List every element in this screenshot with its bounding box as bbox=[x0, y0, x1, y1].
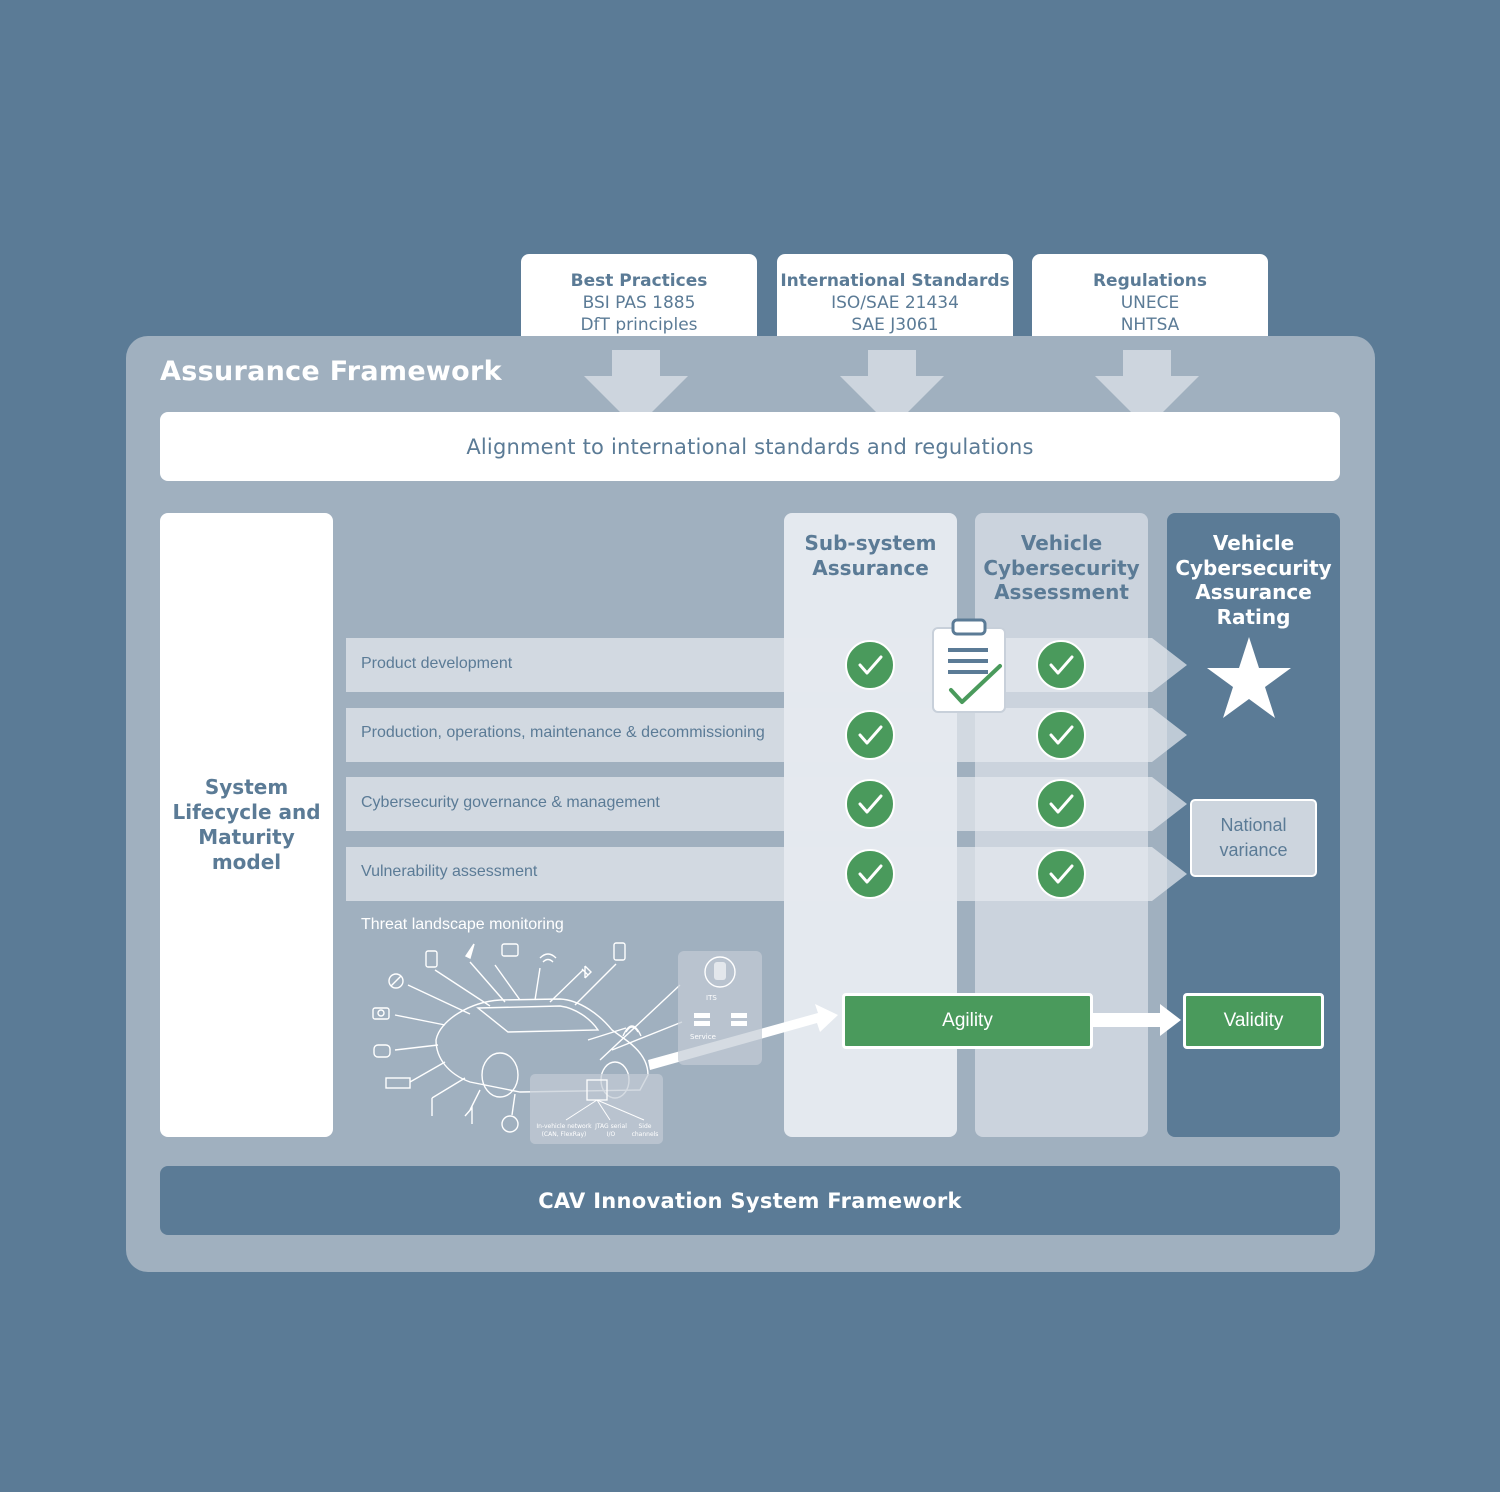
check-icon bbox=[1035, 639, 1087, 691]
subsystem-assurance-heading: Sub-system Assurance bbox=[804, 531, 937, 580]
its-service-panel bbox=[678, 951, 762, 1065]
check-icon bbox=[1035, 848, 1087, 900]
interface-label: In-vehicle network (CAN, FlexRay) bbox=[536, 1123, 592, 1138]
source-line: BSI PAS 1885 bbox=[582, 293, 696, 313]
car-illustration bbox=[372, 942, 683, 1133]
cav-innovation-bar: CAV Innovation System Framework bbox=[160, 1166, 1340, 1235]
source-regulations: Regulations UNECE NHTSA bbox=[1032, 254, 1268, 350]
source-title: Regulations bbox=[1092, 271, 1208, 291]
source-line: ISO/SAE 21434 bbox=[831, 293, 959, 313]
row-label-production: Production, operations, maintenance & de… bbox=[361, 724, 765, 741]
its-label: ITS bbox=[706, 994, 717, 1002]
framework-title: Assurance Framework bbox=[160, 356, 502, 387]
row-band bbox=[346, 708, 1187, 762]
check-icon bbox=[844, 778, 896, 830]
check-icon bbox=[844, 709, 896, 761]
source-line: UNECE bbox=[1120, 293, 1180, 313]
source-line: DfT principles bbox=[580, 315, 698, 335]
validity-box: Validity bbox=[1183, 993, 1324, 1049]
interface-label: Side channels bbox=[631, 1123, 659, 1138]
row-label-vulnerability: Vulnerability assessment bbox=[361, 863, 538, 880]
threat-landscape-label: Threat landscape monitoring bbox=[361, 916, 564, 933]
clipboard-icon bbox=[932, 618, 1006, 713]
row-label-governance: Cybersecurity governance & management bbox=[361, 794, 660, 811]
arrow-down-icon bbox=[1095, 350, 1199, 428]
arrow-down-icon bbox=[584, 350, 688, 428]
alignment-bar: Alignment to international standards and… bbox=[160, 412, 1340, 481]
lifecycle-model-box: System Lifecycle and Maturity model bbox=[160, 513, 333, 1137]
check-icon bbox=[844, 848, 896, 900]
check-icon bbox=[1035, 778, 1087, 830]
interface-label: JTAG serial I/O bbox=[595, 1123, 627, 1138]
source-international-standards: International Standards ISO/SAE 21434 SA… bbox=[777, 254, 1013, 350]
interfaces-panel bbox=[530, 1074, 663, 1144]
row-band bbox=[346, 777, 1187, 831]
source-title: Best Practices bbox=[570, 271, 708, 291]
check-icon bbox=[1035, 709, 1087, 761]
agility-box: Agility bbox=[842, 993, 1093, 1049]
row-band bbox=[346, 847, 1187, 901]
lifecycle-label: System Lifecycle and Maturity model bbox=[172, 775, 321, 874]
source-title: International Standards bbox=[780, 271, 1010, 291]
row-label-product-development: Product development bbox=[361, 655, 513, 672]
source-line: SAE J3061 bbox=[851, 315, 939, 335]
national-variance-box: National variance bbox=[1190, 799, 1317, 877]
national-variance-label: National variance bbox=[1219, 815, 1288, 860]
assurance-rating-heading: Vehicle Cybersecurity Assurance Rating bbox=[1175, 531, 1332, 629]
vehicle-assessment-heading: Vehicle Cybersecurity Assessment bbox=[983, 531, 1140, 604]
arrow-right-icon bbox=[1093, 1004, 1181, 1036]
star-icon bbox=[1207, 637, 1291, 718]
source-best-practices: Best Practices BSI PAS 1885 DfT principl… bbox=[521, 254, 757, 350]
service-label: Service bbox=[690, 1033, 716, 1041]
arrow-down-icon bbox=[840, 350, 944, 428]
check-icon bbox=[844, 639, 896, 691]
source-line: NHTSA bbox=[1120, 315, 1180, 335]
